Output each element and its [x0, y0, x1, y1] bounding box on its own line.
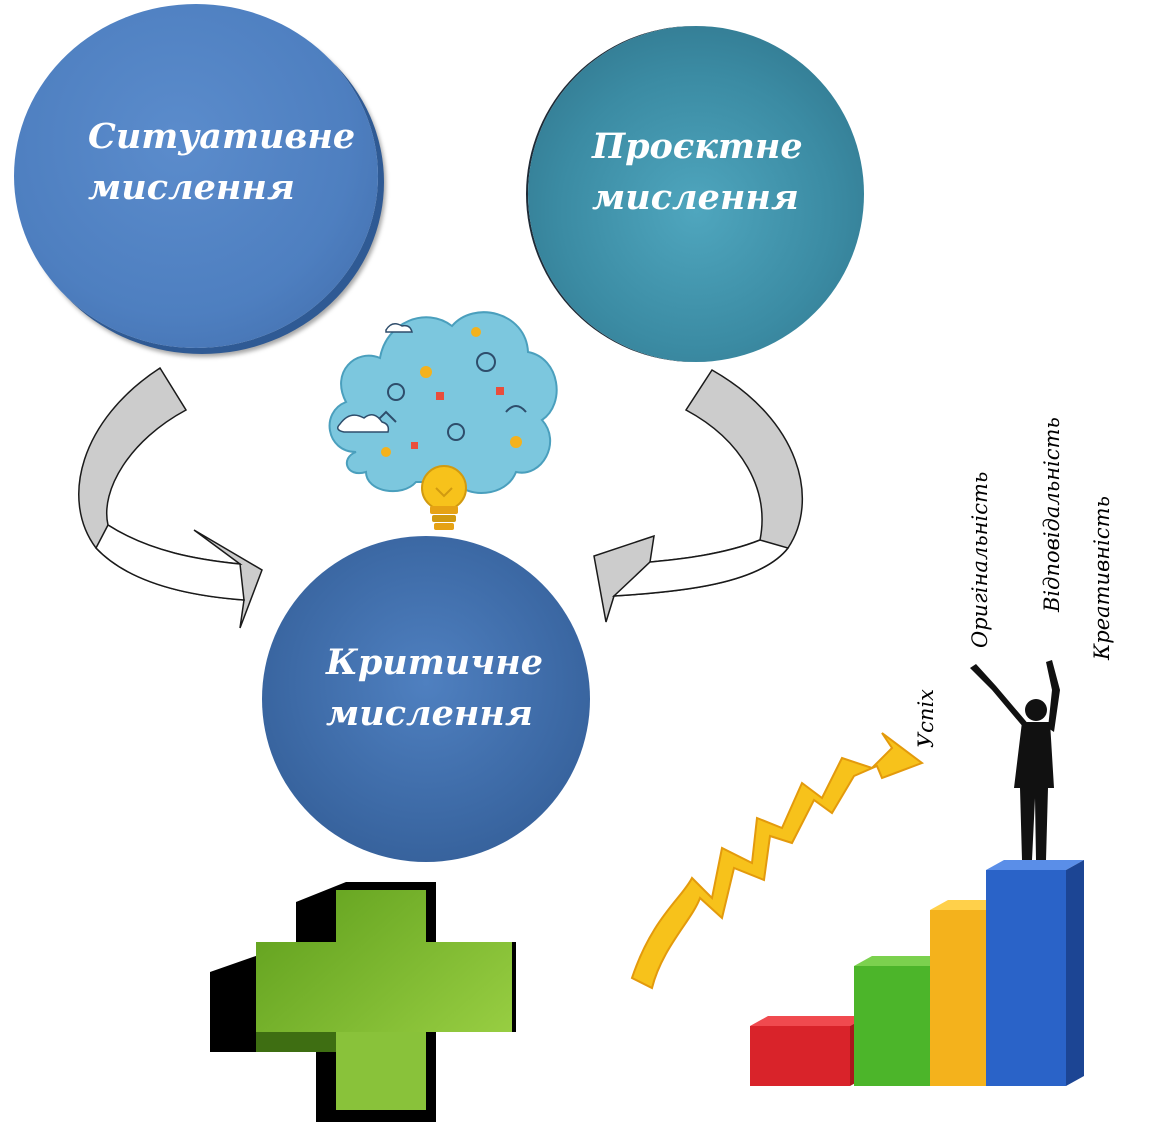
left-curved-arrow [78, 366, 263, 629]
situational-line1: Ситуативне [88, 116, 356, 157]
project-line2: мислення [592, 176, 799, 218]
situational-line2: мислення [88, 166, 295, 208]
critical-line1: Критичне [326, 642, 544, 683]
person-celebrating-icon [970, 660, 1060, 860]
success-staircase-illustration [602, 648, 1102, 1088]
situational-thinking-node: Ситуативне мислення [14, 4, 378, 348]
success-word-responsibility: Відповідальність [1040, 417, 1064, 612]
success-word-creativity: Креативність [1090, 496, 1114, 660]
situational-thinking-label: Ситуативне мислення [88, 112, 452, 214]
right-curved-arrow [593, 368, 804, 623]
success-word-success: Успіх [914, 688, 938, 748]
plus-icon [210, 882, 516, 1122]
critical-thinking-node: Критичне мислення [262, 536, 590, 862]
project-line1: Проєктне [592, 126, 803, 167]
success-word-originality: Оригінальність [968, 471, 992, 648]
project-thinking-node: Проєктне мислення [528, 26, 864, 362]
idea-cloud-lightbulb-icon [328, 311, 558, 530]
stair-bar-blue [986, 860, 1084, 1086]
stair-bar-red [750, 1016, 868, 1086]
critical-thinking-label: Критичне мислення [326, 638, 654, 740]
project-thinking-label: Проєктне мислення [592, 122, 928, 224]
critical-line2: мислення [326, 692, 533, 734]
